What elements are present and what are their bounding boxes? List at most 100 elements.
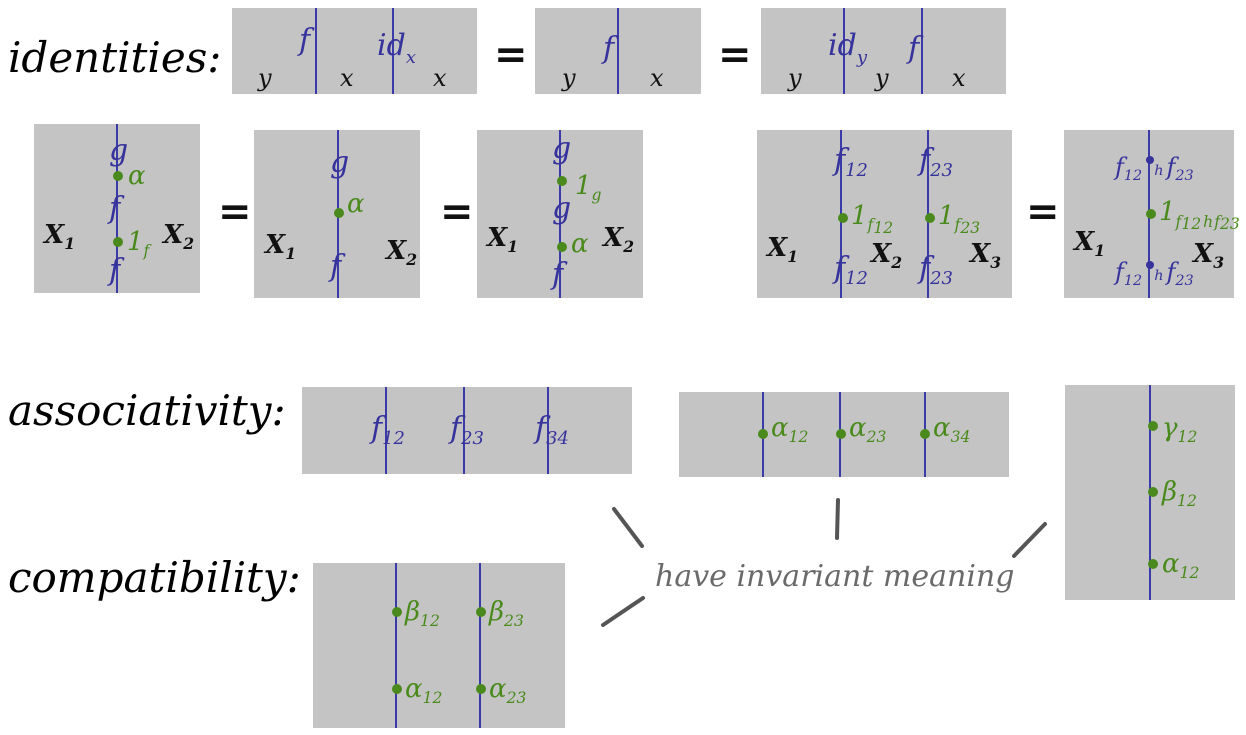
identity-panel-f-id-x: y f x idx x: [232, 8, 477, 94]
object-label-y: y: [561, 64, 576, 92]
cell-dot: [557, 176, 567, 186]
cell-dot: [113, 171, 123, 181]
X-text: X: [869, 239, 893, 269]
beta-text: β: [1161, 477, 1177, 507]
cell-dot: [392, 607, 402, 617]
cell-dot: [1148, 421, 1158, 431]
X-text: X: [263, 230, 287, 260]
X-subscript: 1: [64, 234, 75, 253]
id-subscript: y: [856, 47, 868, 68]
morphism-label-f23: f23: [917, 251, 953, 289]
vertical-identity-panel-2: g α f X1 X2: [254, 130, 420, 298]
f-subscript: 23: [1174, 273, 1193, 289]
object-label-X1: X1: [42, 220, 75, 253]
heading-identities: identities:: [8, 33, 221, 82]
cell-dot: [476, 607, 486, 617]
object-label-y: y: [874, 64, 889, 92]
cell-label-g12: γ12: [1162, 413, 1197, 446]
annotation-text: have invariant meaning: [655, 559, 1014, 594]
alpha-subscript: 12: [1180, 564, 1200, 582]
f-subscript: 12: [845, 160, 868, 181]
X-text: X: [42, 220, 66, 250]
h-text: h: [1203, 213, 1213, 231]
f-subscript: 23: [460, 428, 484, 449]
cell-label-alpha: α: [128, 161, 146, 191]
horizontal-unit-panel: f12 f23 1f12 1f23 f12 f23 X1 X2 X3: [757, 130, 1012, 298]
associativity-cell-panel: α12 α23 α34: [679, 392, 1009, 477]
object-label-X1: X1: [263, 230, 296, 263]
object-label-x: x: [433, 64, 447, 92]
panel-bg: [302, 387, 632, 474]
unit-text: 1: [575, 171, 592, 201]
X-text: X: [485, 223, 509, 253]
object-label-X1: X1: [1072, 227, 1105, 260]
object-label-X2: X2: [869, 239, 902, 272]
beta-subscript: 12: [1177, 492, 1197, 510]
X-subscript: 2: [182, 234, 194, 253]
cell-label-a23: α23: [489, 674, 526, 707]
equals-sign: =: [1026, 189, 1060, 235]
id-text: id: [377, 28, 406, 63]
cell-label-b23: β23: [488, 597, 524, 630]
cell-label-alpha: α: [571, 229, 589, 259]
cell-dot: [334, 208, 344, 218]
cell-label-1f: 1f: [127, 227, 153, 260]
equals-sign: =: [440, 189, 474, 235]
alpha-subscript: 12: [789, 428, 809, 446]
cell-label-a12: α12: [771, 413, 808, 446]
unit-text: 1: [1159, 197, 1176, 227]
X-text: X: [968, 239, 992, 269]
X-subscript: 1: [507, 237, 518, 256]
X-subscript: 1: [787, 247, 798, 266]
panel-bg: [761, 8, 1006, 94]
f-subscript: 23: [929, 160, 953, 181]
object-label-y: y: [787, 64, 802, 92]
beta-subscript: 12: [420, 612, 440, 630]
cell-label-a23: α23: [849, 413, 886, 446]
identity-panel-f: y f x: [535, 8, 701, 94]
object-label-x: x: [952, 64, 966, 92]
unit-subscript: f: [954, 216, 964, 234]
annotation-pointer: [601, 596, 645, 627]
unit-subscript: f: [867, 216, 877, 234]
cell-dot: [836, 429, 846, 439]
object-label-X1: X1: [485, 223, 518, 256]
X-text: X: [384, 236, 408, 266]
beta-text: β: [404, 597, 420, 627]
heading-compatibility: compatibility:: [8, 553, 301, 602]
f-subscript: 23: [929, 268, 953, 289]
associativity-morphism-panel: f12 f23 f34: [302, 387, 632, 474]
object-label-X3: X3: [968, 239, 1001, 272]
X-subscript: 1: [1094, 241, 1105, 260]
object-label-X2: X2: [601, 223, 634, 256]
unit-subscript: f: [1213, 213, 1223, 231]
X-subscript: 2: [405, 250, 417, 269]
alpha-text: α: [849, 413, 867, 443]
unit-text: 1: [851, 201, 868, 231]
object-label-x: x: [650, 64, 664, 92]
alpha-text: α: [405, 674, 423, 704]
unit-subscript: g: [592, 186, 602, 204]
unit-subscript: f: [1175, 213, 1185, 231]
vertical-identity-panel-3: g 1g g α f X1 X2: [477, 130, 643, 298]
cell-dot: [557, 242, 567, 252]
alpha-text: α: [771, 413, 789, 443]
f-subscript: 12: [845, 268, 868, 289]
morphism-label-g: g: [109, 133, 128, 168]
X-text: X: [1072, 227, 1096, 257]
cell-dot: [920, 429, 930, 439]
cell-label-b12: β12: [404, 597, 440, 630]
gamma-subscript: 12: [1178, 428, 1198, 446]
alpha-subscript: 34: [951, 428, 971, 446]
unit-subsubscript: 12: [873, 219, 893, 237]
X-subscript: 2: [622, 237, 634, 256]
cell-dot: [392, 684, 402, 694]
object-label-X3: X3: [1191, 239, 1224, 272]
annotation-pointer: [1012, 522, 1047, 558]
equals-sign: =: [494, 32, 528, 78]
f-subscript: 12: [1124, 168, 1142, 184]
cell-label-a12: α12: [405, 674, 442, 707]
h-text: h: [1154, 163, 1163, 179]
